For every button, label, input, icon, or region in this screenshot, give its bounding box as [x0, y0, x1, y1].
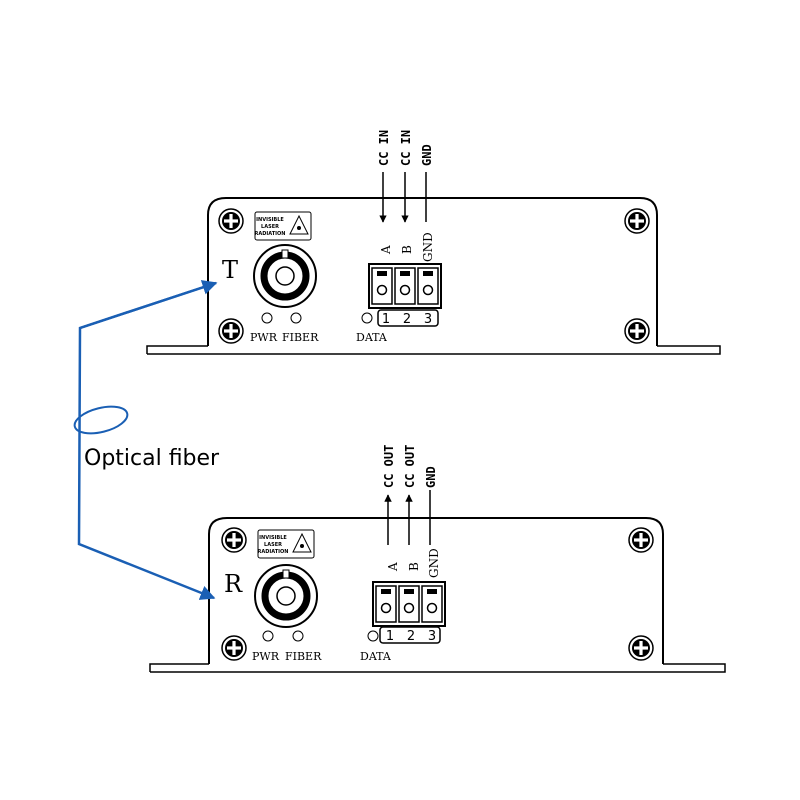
mounting-screw-icon: [628, 527, 654, 553]
mounting-screw-icon: [628, 635, 654, 661]
led-icon: [262, 630, 274, 642]
terminal-number: 1: [386, 629, 394, 644]
terminal-number: 3: [428, 629, 436, 644]
fiber-cable: [77, 281, 217, 600]
laser-label-line-3: RADIATION: [258, 549, 289, 555]
laser-label-line-3: RADIATION: [255, 231, 286, 237]
fiber-connector-icon: [253, 244, 317, 308]
mounting-screw-icon: [218, 318, 244, 344]
wire-label-gnd: GND: [420, 144, 434, 166]
led-icon: [292, 630, 304, 642]
terminal-number: 3: [424, 312, 432, 327]
terminal-label-gnd: GND: [427, 548, 441, 578]
terminal-label-b: B: [407, 562, 421, 571]
laser-label-line-2: LASER: [264, 542, 282, 548]
fiber-led-label: FIBER: [282, 331, 319, 344]
pwr-led-label: PWR: [250, 331, 278, 344]
data-led-label: DATA: [360, 650, 392, 663]
mounting-screw-icon: [218, 208, 244, 234]
laser-warning-icon: INVISIBLE LASER RADIATION: [254, 211, 312, 241]
pwr-led-label: PWR: [252, 650, 280, 663]
wire-label-cc-out: CC OUT: [382, 445, 396, 488]
terminal-number: 2: [403, 312, 411, 327]
terminal-label-gnd: GND: [421, 232, 435, 262]
terminal-number-strip: [379, 626, 441, 644]
fiber-loop-icon: [73, 405, 129, 435]
fiber-led-label: FIBER: [285, 650, 322, 663]
led-icon: [367, 630, 379, 642]
terminal-block-icon: [368, 263, 442, 309]
led-icon: [361, 312, 373, 324]
optical-fiber-label: Optical fiber: [84, 446, 220, 471]
terminal-label-a: A: [379, 245, 393, 255]
terminal-number: 1: [382, 312, 390, 327]
wire-label-gnd: GND: [424, 466, 438, 488]
mounting-screw-icon: [624, 208, 650, 234]
led-icon: [261, 312, 273, 324]
wire-label-cc-out: CC OUT: [403, 445, 417, 488]
led-icon: [290, 312, 302, 324]
mounting-screw-icon: [221, 527, 247, 553]
receiver-unit: INVISIBLE LASER RADIATION R PWR FIBER DA…: [149, 445, 726, 673]
data-led-label: DATA: [356, 331, 388, 344]
fiber-connector-icon: [254, 564, 318, 628]
laser-warning-icon: INVISIBLE LASER RADIATION: [257, 529, 315, 559]
laser-label-line-1: INVISIBLE: [256, 217, 284, 223]
terminal-number-strip: [377, 309, 439, 327]
receiver-flange: [149, 663, 726, 673]
receiver-letter: R: [224, 570, 243, 598]
mounting-screw-icon: [221, 635, 247, 661]
terminal-label-b: B: [400, 245, 414, 254]
transmitter-unit: INVISIBLE LASER RADIATION T PWR FIBER DA…: [146, 130, 721, 355]
laser-label-line-2: LASER: [261, 224, 279, 230]
terminal-label-a: A: [386, 562, 400, 572]
transmitter-letter: T: [222, 256, 238, 284]
terminal-block-icon: [372, 581, 446, 627]
wire-label-cc-in: CC IN: [377, 130, 391, 166]
transmitter-flange: [146, 345, 721, 355]
laser-label-line-1: INVISIBLE: [259, 535, 287, 541]
fiber-cable-end: [79, 280, 218, 330]
wire-label-cc-in: CC IN: [399, 130, 413, 166]
optical-fiber-link: Optical fiber: [73, 280, 220, 600]
terminal-number: 2: [407, 629, 415, 644]
mounting-screw-icon: [624, 318, 650, 344]
